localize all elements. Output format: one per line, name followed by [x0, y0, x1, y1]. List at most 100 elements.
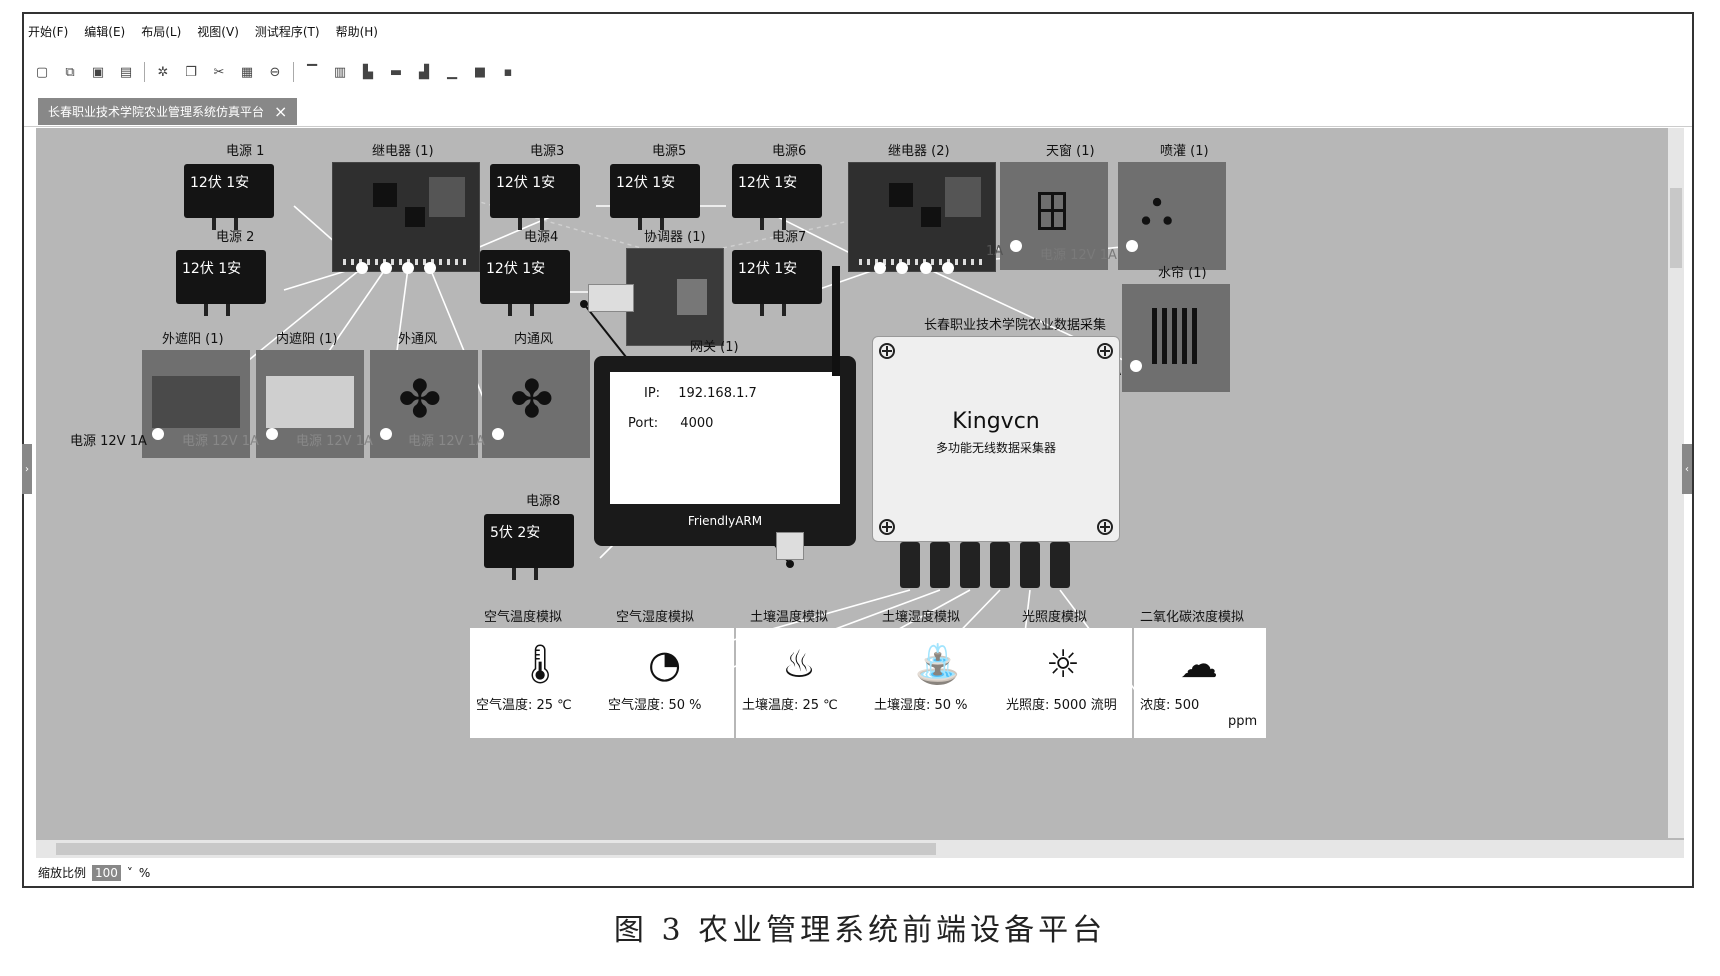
- ip-label: IP:: [644, 386, 661, 401]
- toolbar-separator: [293, 62, 294, 82]
- menu-start[interactable]: 开始(F): [28, 24, 69, 39]
- faucet-icon: ⛲: [914, 642, 962, 686]
- sensor-soil-temperature[interactable]: ♨ 土壤温度: 25 ℃: [736, 628, 868, 738]
- tab-strip: 长春职业技术学院农业管理系统仿真平台 ×: [24, 96, 1692, 127]
- same-size-icon[interactable]: ■: [473, 64, 487, 80]
- inner-vent-label: 内通风: [514, 332, 554, 347]
- inner-shade-label: 内遮阳 (1): [276, 332, 338, 347]
- inner-shade-tile[interactable]: [256, 350, 364, 458]
- delete-icon[interactable]: ⊖: [269, 64, 281, 80]
- psu3-label: 电源3: [530, 144, 565, 159]
- power-supply-2[interactable]: 12伏 1安: [176, 250, 266, 316]
- relay-board-2[interactable]: [848, 162, 996, 272]
- relay-board-1[interactable]: [332, 162, 480, 272]
- outer-shade-label: 外遮阳 (1): [162, 332, 224, 347]
- water-curtain-icon: [1152, 308, 1198, 364]
- power-tag-inner-vent: 电源 12V 1A: [408, 434, 485, 449]
- menu-test[interactable]: 测试程序(T): [254, 24, 320, 39]
- arm-gateway-device[interactable]: IP: 192.168.1.7 Port: 4000 FriendlyARM: [594, 356, 856, 546]
- arm-screen: IP: 192.168.1.7 Port: 4000: [610, 372, 840, 504]
- sensor-air-temperature[interactable]: 🌡 空气温度: 25 ℃: [470, 628, 602, 738]
- air-humidity-value: 空气湿度: 50 %: [608, 698, 702, 713]
- water-curtain-tile[interactable]: [1122, 284, 1230, 392]
- power-supply-7[interactable]: 12伏 1安: [732, 250, 822, 316]
- co2-cloud-icon: ☁: [1180, 642, 1218, 686]
- psu6-rating: 12伏 1安: [738, 175, 798, 191]
- align-left-icon[interactable]: ▙: [363, 64, 373, 80]
- outer-shade-tile[interactable]: [142, 350, 250, 458]
- sensor-connector: [1050, 542, 1070, 588]
- copy-window-icon[interactable]: ⧉: [65, 64, 75, 80]
- paste-icon[interactable]: ▦: [240, 64, 254, 80]
- horizontal-scrollbar[interactable]: [36, 840, 1684, 858]
- sensor-soil-humidity[interactable]: ⛲ 土壤湿度: 50 %: [868, 628, 1000, 738]
- close-icon[interactable]: ×: [274, 102, 288, 121]
- chevron-down-icon[interactable]: ˅: [126, 865, 133, 880]
- data-collector[interactable]: Kingvcn 多功能无线数据采集器: [872, 336, 1120, 542]
- gear-icon[interactable]: ✲: [157, 64, 169, 80]
- power-supply-4[interactable]: 12伏 1安: [480, 250, 570, 316]
- power-supply-5[interactable]: 12伏 1安: [610, 164, 700, 230]
- psu7-rating: 12伏 1安: [738, 261, 798, 277]
- align-right-icon[interactable]: ▟: [419, 64, 429, 80]
- same-width-icon[interactable]: ▪: [503, 64, 513, 80]
- power-supply-8[interactable]: 5伏 2安: [484, 514, 574, 580]
- save-icon[interactable]: ▣: [91, 64, 105, 80]
- align-center-icon[interactable]: ▬: [389, 64, 403, 80]
- menu-layout[interactable]: 布局(L): [141, 24, 182, 39]
- copy-icon[interactable]: ❐: [185, 64, 197, 80]
- align-bottom-icon[interactable]: ▁: [447, 64, 457, 80]
- cut-icon[interactable]: ✂: [213, 64, 225, 80]
- window-icon: [1038, 192, 1066, 230]
- toolbar-separator: [144, 62, 145, 82]
- power-tag-outer-shade: 电源 12V 1A: [70, 434, 147, 449]
- power-supply-1[interactable]: 12伏 1安: [184, 164, 274, 230]
- co2-value: 浓度: 500: [1140, 698, 1200, 713]
- sensor-label-soil-temp: 土壤温度模拟: [750, 610, 829, 625]
- sensor-co2[interactable]: ☁ 浓度: 500 ppm: [1134, 628, 1266, 738]
- thermometer-icon: 🌡: [516, 642, 565, 686]
- vertical-scrollbar[interactable]: [1668, 128, 1684, 838]
- sensor-air-humidity[interactable]: ◔ 空气湿度: 50 %: [602, 628, 734, 738]
- align-top-icon[interactable]: ▔: [307, 64, 317, 80]
- save-all-icon[interactable]: ▤: [119, 64, 133, 80]
- sun-icon: ☼: [1046, 642, 1081, 686]
- inner-vent-tile[interactable]: ✤: [482, 350, 590, 458]
- fan-icon: ✤: [398, 370, 442, 430]
- screw-icon: [1097, 519, 1113, 535]
- menu-help[interactable]: 帮助(H): [335, 24, 378, 39]
- psu3-rating: 12伏 1安: [496, 175, 556, 191]
- align-middle-icon[interactable]: ▥: [333, 64, 347, 80]
- left-panel-toggle[interactable]: ›: [22, 444, 32, 494]
- outer-vent-tile[interactable]: ✤: [370, 350, 478, 458]
- psu5-label: 电源5: [652, 144, 687, 159]
- collector-brand: Kingvcn: [952, 409, 1040, 434]
- zoom-unit: %: [138, 865, 151, 880]
- sensor-connector: [930, 542, 950, 588]
- sensor-light[interactable]: ☼ 光照度: 5000 流明: [1000, 628, 1132, 738]
- tab-simulation[interactable]: 长春职业技术学院农业管理系统仿真平台 ×: [38, 98, 298, 125]
- new-icon[interactable]: ▢: [35, 64, 49, 80]
- sprinkler-tile[interactable]: ⛬: [1118, 162, 1226, 270]
- power-supply-3[interactable]: 12伏 1安: [490, 164, 580, 230]
- design-canvas[interactable]: 电源 1 12伏 1安 电源 2 12伏 1安 电源3 12伏 1安 电源4 1…: [36, 128, 1684, 858]
- coordinator-label: 协调器 (1): [644, 230, 706, 245]
- coordinator-board[interactable]: [626, 248, 724, 346]
- menu-edit[interactable]: 编辑(E): [84, 24, 126, 39]
- relay1-label: 继电器 (1): [372, 144, 434, 159]
- usb-connector: [588, 284, 634, 312]
- power-tag-inner-shade: 电源 12V 1A: [182, 434, 259, 449]
- power-supply-6[interactable]: 12伏 1安: [732, 164, 822, 230]
- right-panel-toggle[interactable]: ‹: [1682, 444, 1692, 494]
- sensor-connector: [990, 542, 1010, 588]
- sensor-label-soil-humidity: 土壤湿度模拟: [882, 610, 961, 625]
- menu-view[interactable]: 视图(V): [197, 24, 239, 39]
- sensor-connector: [900, 542, 920, 588]
- zoom-input[interactable]: 100: [92, 864, 121, 881]
- zoom-label: 缩放比例: [38, 866, 87, 880]
- screw-icon: [1097, 343, 1113, 359]
- skylight-tile[interactable]: [1000, 162, 1108, 270]
- psu6-label: 电源6: [772, 144, 807, 159]
- relay2-label: 继电器 (2): [888, 144, 950, 159]
- skylight-label: 天窗 (1): [1046, 144, 1095, 159]
